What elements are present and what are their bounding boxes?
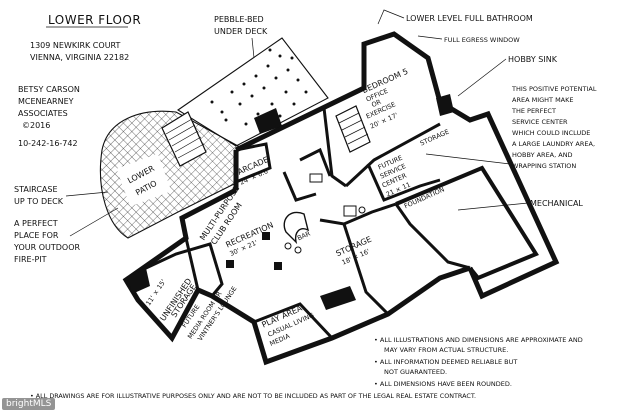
credit-copyright: ©2016 (22, 121, 50, 130)
svg-text:• ALL INFORMATION DEEMED RELIA: • ALL INFORMATION DEEMED RELIABLE BUT (374, 358, 517, 366)
callout-pebble-bed-2: UNDER DECK (214, 27, 268, 36)
callout-staircase-2: UP TO DECK (14, 197, 64, 206)
credit-name-1: BETSY CARSON (18, 85, 80, 94)
credit-name-3: ASSOCIATES (18, 109, 68, 118)
callout-pebble-bed-1: PEBBLE-BED (214, 15, 264, 24)
svg-text:AREA MIGHT MAKE: AREA MIGHT MAKE (512, 96, 574, 104)
credit-date-code: 10-242-16-742 (18, 139, 78, 148)
svg-text:A LARGE LAUNDRY AREA,: A LARGE LAUNDRY AREA, (512, 140, 595, 148)
room-storage-top: STORAGE (419, 128, 451, 148)
address-line-2: VIENNA, VIRGINIA 22182 (30, 53, 129, 62)
svg-text:OR: OR (370, 98, 382, 109)
address-line-1: 1309 NEWKIRK COURT (30, 41, 121, 50)
callout-staircase-1: STAIRCASE (14, 185, 58, 194)
deck-staircase (161, 111, 207, 167)
svg-text:• ALL ILLUSTRATIONS AND DIMENS: • ALL ILLUSTRATIONS AND DIMENSIONS ARE A… (374, 336, 583, 344)
lower-patio: LOWER PATIO (99, 110, 239, 239)
plan-title: LOWER FLOOR (48, 13, 141, 27)
svg-text:NOT GUARANTEED.: NOT GUARANTEED. (384, 368, 447, 376)
svg-text:SERVICE CENTER: SERVICE CENTER (512, 118, 568, 126)
svg-text:A PERFECT: A PERFECT (14, 219, 58, 228)
svg-text:THE PERFECT: THE PERFECT (511, 107, 556, 115)
disclaimer-footer: • ALL DRAWINGS ARE FOR ILLUSTRATIVE PURP… (30, 392, 476, 400)
svg-text:YOUR OUTDOOR: YOUR OUTDOOR (13, 243, 80, 252)
svg-text:THIS POSITIVE POTENTIAL: THIS POSITIVE POTENTIAL (511, 85, 597, 93)
svg-text:FIRE-PIT: FIRE-PIT (14, 255, 47, 264)
credit-name-2: MCENEARNEY (18, 97, 74, 106)
room-bedroom: BEDROOM 5 OFFICE OR EXERCISE 20' × 17' (361, 67, 410, 131)
callout-hobby-sink: HOBBY SINK (508, 55, 558, 64)
svg-text:WRAPPING STATION: WRAPPING STATION (512, 162, 576, 170)
building-walls (122, 31, 560, 366)
callout-patio-note: A PERFECT PLACE FOR YOUR OUTDOOR FIRE-PI… (13, 219, 80, 264)
interior-staircase (335, 105, 371, 153)
room-unfinished: 11' × 15' UNFINISHED STORAGE FUTURE MEDI… (144, 277, 238, 343)
watermark-badge: brightMLS (2, 398, 56, 410)
callout-service-center: THIS POSITIVE POTENTIAL AREA MIGHT MAKE … (511, 85, 597, 170)
svg-text:PLACE FOR: PLACE FOR (14, 231, 59, 240)
callout-lower-bath: LOWER LEVEL FULL BATHROOM (406, 14, 533, 23)
callout-egress-window: FULL EGRESS WINDOW (444, 36, 520, 44)
disclaimer-notes: • ALL ILLUSTRATIONS AND DIMENSIONS ARE A… (374, 336, 583, 388)
svg-text:MAY VARY FROM ACTUAL STRUCTURE: MAY VARY FROM ACTUAL STRUCTURE. (384, 346, 508, 354)
room-storage-mid: STORAGE 18' × 16' (335, 235, 373, 267)
callout-mechanical: MECHANICAL (530, 199, 583, 208)
room-arcade: ARCADE 24' × 6.6' (236, 155, 271, 187)
bar-fixture (226, 173, 366, 270)
svg-text:WHICH COULD INCLUDE: WHICH COULD INCLUDE (512, 129, 590, 137)
svg-text:HOBBY AREA, AND: HOBBY AREA, AND (512, 151, 573, 159)
svg-text:• ALL DIMENSIONS HAVE BEEN ROU: • ALL DIMENSIONS HAVE BEEN ROUNDED. (374, 380, 512, 388)
